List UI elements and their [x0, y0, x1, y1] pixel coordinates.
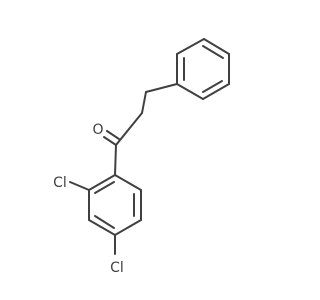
chlorine-para: Cl	[110, 234, 124, 276]
alkyl-chain	[115, 83, 178, 146]
bond	[88, 174, 116, 191]
bond	[202, 83, 230, 100]
chlorine-para-label: Cl	[110, 260, 124, 276]
double-bond-inner	[94, 181, 115, 194]
bond	[114, 144, 117, 176]
bond	[176, 83, 204, 100]
bond	[115, 112, 143, 146]
bond	[145, 83, 178, 93]
bond	[88, 219, 116, 236]
bond	[114, 174, 142, 191]
bond	[176, 38, 205, 55]
chlorine-ortho: Cl	[53, 175, 90, 191]
bond	[69, 181, 90, 191]
bond	[203, 38, 230, 55]
bond	[114, 219, 142, 236]
chlorine-ortho-label: Cl	[53, 175, 67, 191]
carbonyl-group: O	[92, 122, 120, 146]
bond	[103, 136, 117, 146]
bond	[141, 91, 147, 114]
dichlorophenyl-ring	[88, 144, 142, 236]
molecule-structure-diagram: O Cl Cl	[53, 38, 230, 276]
double-bond-inner	[106, 130, 120, 140]
double-bond-inner	[202, 45, 224, 59]
double-bond-inner	[202, 80, 223, 93]
phenyl-ring	[176, 38, 230, 100]
double-bond-inner	[94, 215, 115, 229]
oxygen-label: O	[92, 122, 103, 138]
